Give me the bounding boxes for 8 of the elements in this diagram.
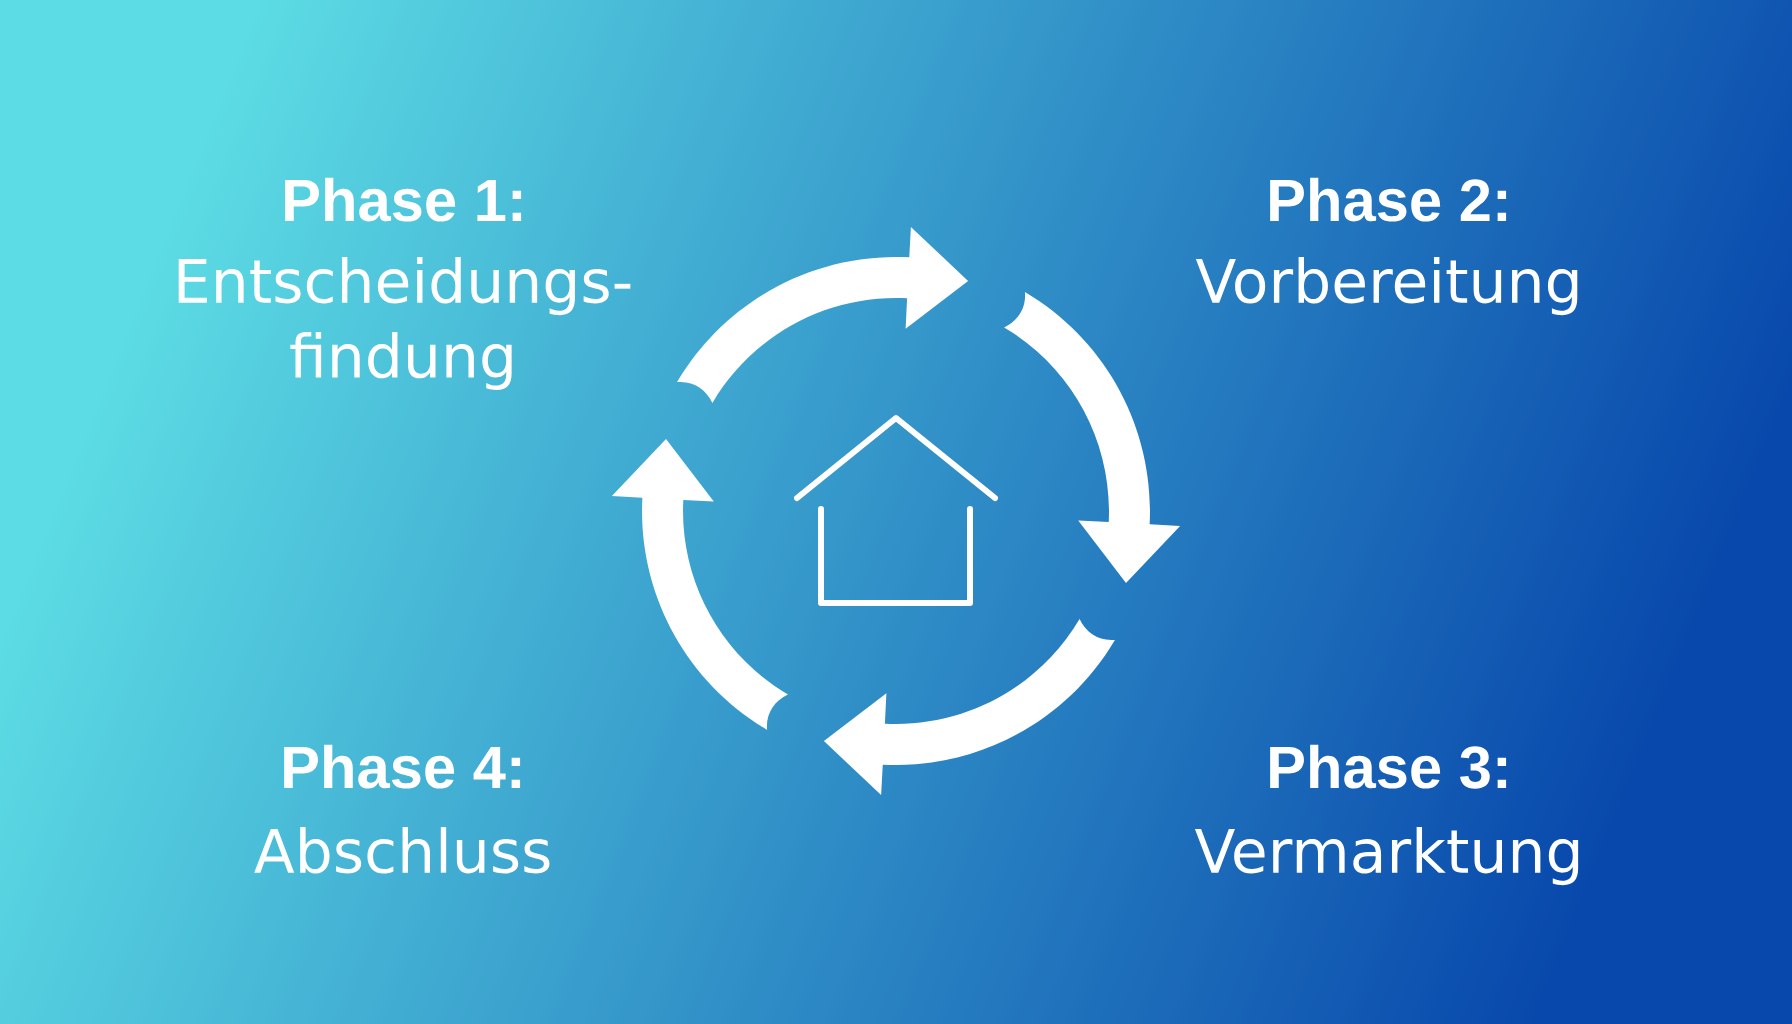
phase-heading: Phase 3: [1270, 744, 1507, 789]
phase-name: Entscheidungs- findung [178, 257, 631, 390]
phase-name: Vorbereitung [1195, 257, 1578, 316]
phase-name: Vermarktung [1194, 827, 1579, 886]
phase-name: Abschluss [254, 827, 550, 874]
phase-heading: Phase 4: [284, 744, 521, 789]
phase-heading: Phase 1: [285, 177, 522, 222]
phase-heading: Phase 2: [1270, 177, 1507, 222]
